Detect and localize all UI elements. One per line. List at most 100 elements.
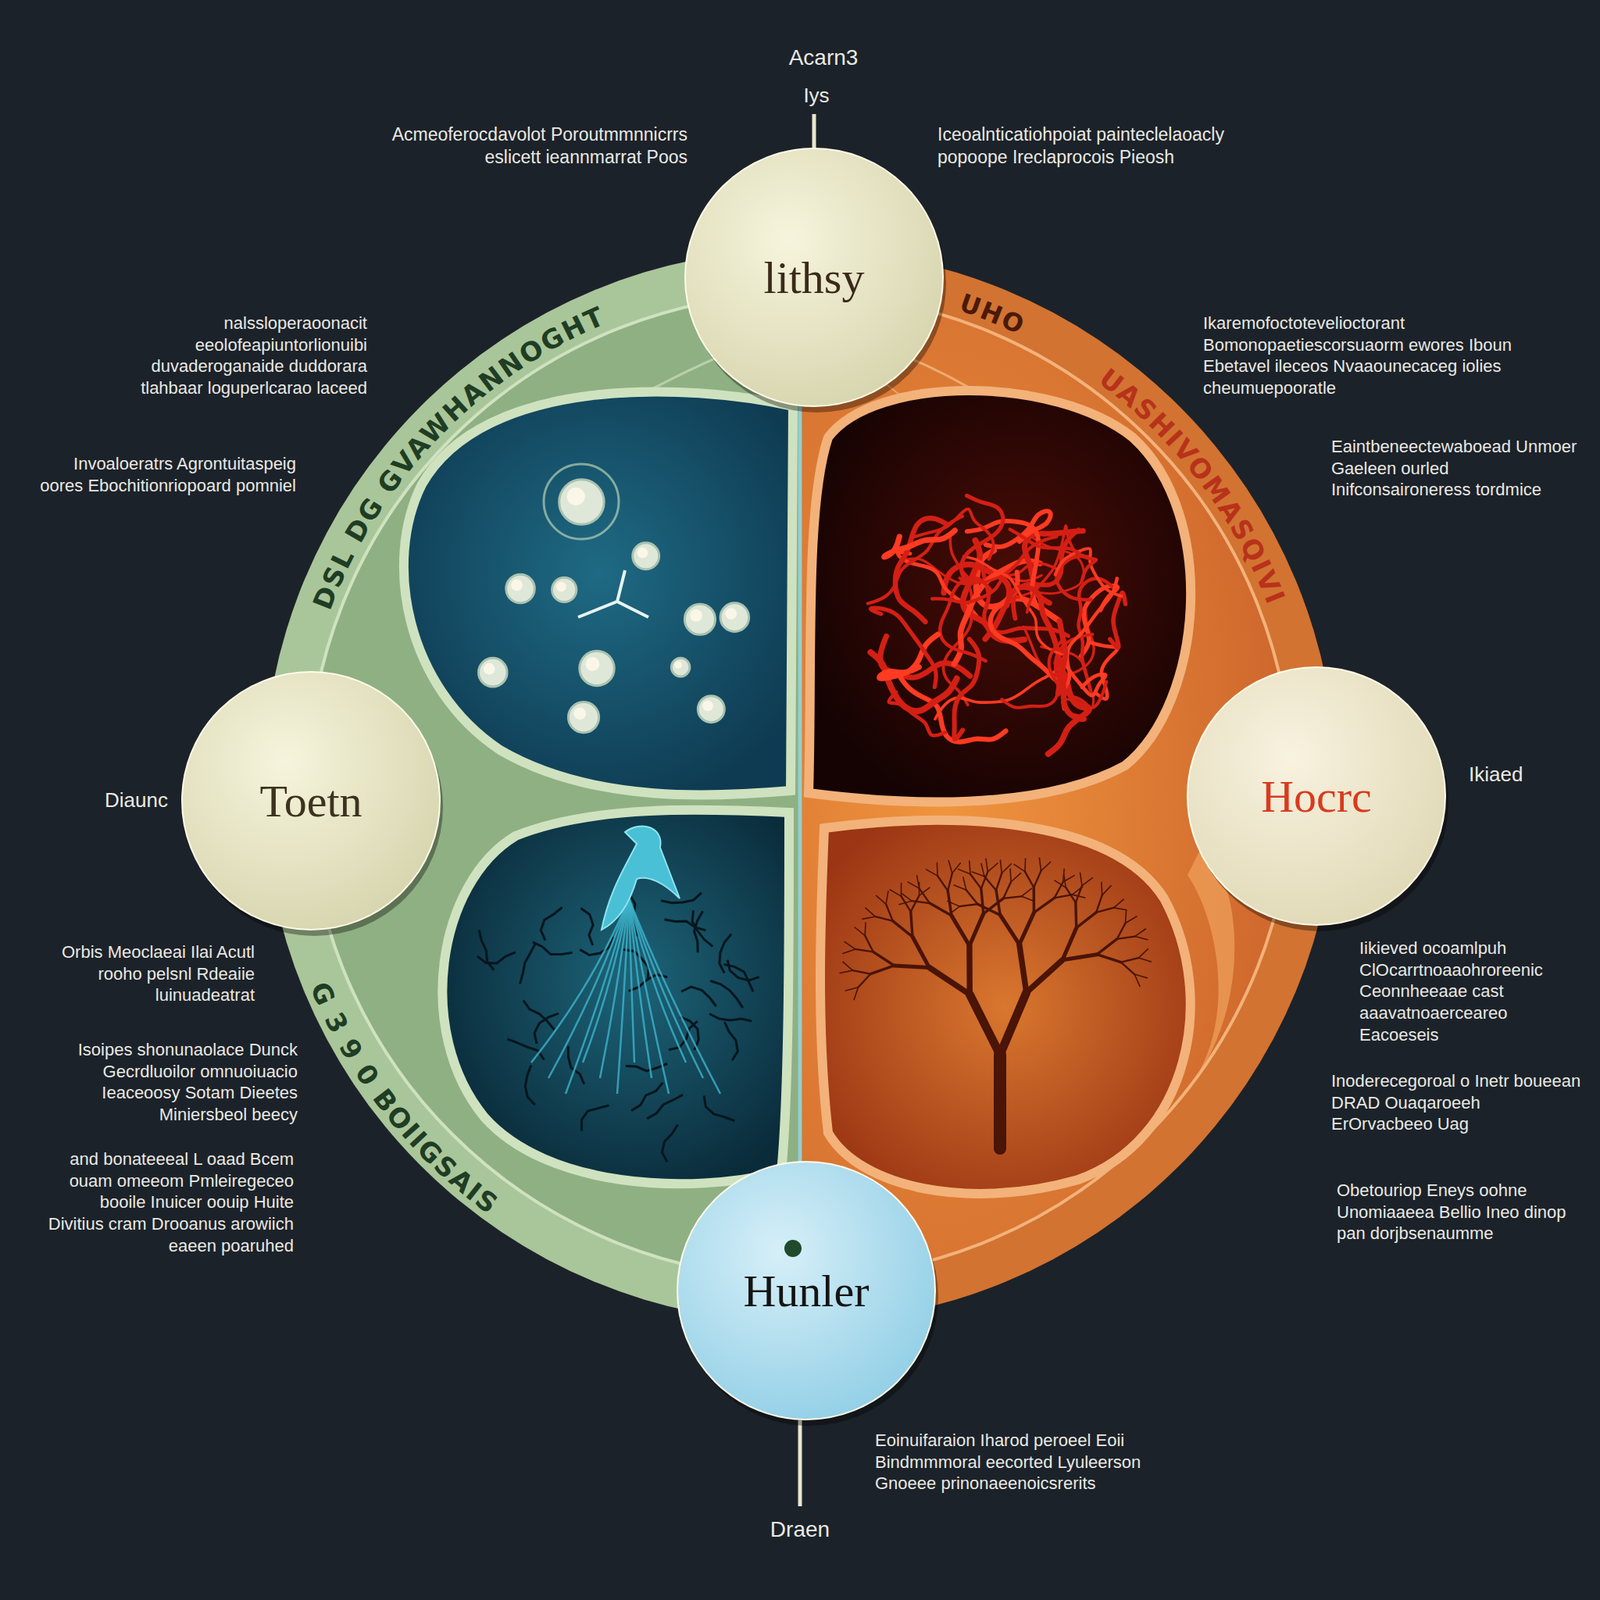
figure-line bbox=[531, 898, 629, 1063]
node-title: lithsy bbox=[764, 251, 865, 304]
bubble bbox=[684, 603, 715, 635]
crack-line bbox=[540, 907, 562, 940]
tree-branch bbox=[1021, 888, 1032, 897]
tree-branch bbox=[1019, 912, 1035, 945]
center-line bbox=[798, 406, 803, 1165]
brain-figure bbox=[867, 495, 1126, 754]
circle-shape bbox=[182, 671, 440, 930]
lobe bbox=[442, 810, 790, 1185]
circle-node: Toetn bbox=[180, 670, 442, 932]
tree-branch bbox=[952, 863, 961, 874]
crack-line bbox=[681, 986, 717, 1007]
tree-branch bbox=[1041, 861, 1051, 871]
node-title: Hunler bbox=[742, 1264, 869, 1318]
bubble-shine bbox=[585, 657, 600, 672]
crack-line bbox=[662, 1125, 679, 1163]
tree-branch bbox=[1080, 872, 1083, 886]
node-title: Hocrc bbox=[1260, 770, 1372, 823]
bubble bbox=[671, 657, 690, 677]
tree-branch bbox=[1065, 887, 1076, 903]
crack-line bbox=[664, 919, 707, 931]
tree-branch bbox=[1026, 960, 1063, 993]
bubble bbox=[567, 702, 599, 733]
brain-vessel bbox=[963, 556, 1062, 654]
bubble bbox=[478, 657, 508, 687]
tree-branch bbox=[875, 895, 886, 904]
tree-branch bbox=[963, 877, 967, 890]
bubble-shine bbox=[483, 663, 496, 675]
tree-branch bbox=[1121, 962, 1135, 975]
tree-branch bbox=[1100, 882, 1103, 896]
tree-branch bbox=[885, 891, 889, 904]
bubble-shine bbox=[510, 579, 523, 592]
brain-vessel bbox=[1078, 578, 1115, 690]
bubble-shine bbox=[689, 609, 703, 622]
tree-branch bbox=[899, 900, 912, 905]
crack-line bbox=[646, 1094, 683, 1119]
annotation-text: Iceoalnticatiohpoiat painteclelaoacly po… bbox=[937, 123, 1266, 169]
tree-branch bbox=[1010, 873, 1021, 883]
crack-line bbox=[525, 1064, 535, 1105]
tree-branch bbox=[842, 949, 856, 954]
tree-branch bbox=[842, 961, 854, 971]
annotation-text: Ikiaed bbox=[1468, 761, 1586, 788]
tree-branch bbox=[1076, 912, 1097, 929]
tree-branch bbox=[873, 951, 895, 966]
crack-line bbox=[625, 1063, 668, 1071]
tree-branch bbox=[1117, 936, 1136, 940]
tree-branch bbox=[900, 882, 903, 897]
tree-branch bbox=[936, 862, 939, 876]
tree-branch bbox=[1000, 992, 1027, 1055]
tree-branch bbox=[1024, 858, 1026, 872]
tree-branch bbox=[951, 915, 970, 946]
brain-vessel bbox=[889, 692, 946, 736]
tree-branch bbox=[981, 864, 985, 877]
bubble bbox=[579, 650, 615, 686]
tree-branch bbox=[864, 935, 874, 953]
brain-vessel bbox=[939, 578, 991, 661]
tree-branch bbox=[953, 885, 967, 890]
crack-line bbox=[703, 1096, 735, 1122]
tree-branch bbox=[1121, 957, 1140, 963]
tree-branch bbox=[894, 965, 930, 968]
circle-shape bbox=[677, 1161, 936, 1420]
tree-branch bbox=[910, 911, 913, 937]
tree-branch bbox=[1096, 907, 1114, 913]
lobe bbox=[808, 390, 1191, 802]
crack-line bbox=[534, 1013, 559, 1044]
tree-branch bbox=[1054, 894, 1073, 898]
figure-line bbox=[565, 898, 629, 1094]
bird-figure bbox=[601, 826, 680, 930]
tree-branch bbox=[993, 1054, 1007, 1149]
annotation-text: Draen bbox=[737, 1515, 863, 1543]
tree-branch bbox=[1135, 928, 1147, 937]
figure-line bbox=[628, 898, 721, 1094]
bubble-shine bbox=[674, 660, 682, 668]
annotation-text: Acmeoferocdavolot Poroutmmnnicrrs eslice… bbox=[359, 123, 688, 169]
tree-branch bbox=[1114, 899, 1125, 908]
tree-branch bbox=[1025, 871, 1034, 888]
annotation-text: Orbis Meoclaeai Ilai Acutl rooho pelsnl … bbox=[20, 941, 255, 1007]
tree-branch bbox=[1003, 882, 1011, 899]
crack-line bbox=[631, 1082, 663, 1111]
tree-branch bbox=[857, 974, 871, 988]
annotation-text: Eoinuifaraion Iharod peroeel Eoii Bindmm… bbox=[875, 1429, 1204, 1495]
crack-line bbox=[727, 960, 760, 981]
brain-vessel bbox=[1049, 639, 1108, 708]
annotation-text: Iys bbox=[777, 82, 856, 109]
tree-branch bbox=[969, 994, 1000, 1055]
annotation-text: Iikieved ocoamlpuh ClOcarrtnoaaohroreeni… bbox=[1359, 937, 1586, 1047]
bubble-ring bbox=[543, 464, 619, 540]
brain-vessel bbox=[1055, 548, 1122, 597]
tree-branch bbox=[852, 970, 871, 975]
tree-branch bbox=[1125, 910, 1127, 924]
leader-line bbox=[812, 114, 817, 149]
node-title: Toetn bbox=[259, 775, 362, 828]
tree-branch bbox=[1134, 974, 1140, 986]
tree-branch bbox=[1009, 868, 1012, 883]
tree-branch bbox=[1033, 897, 1054, 913]
tree-branch bbox=[1096, 954, 1122, 963]
tree-branch bbox=[1138, 957, 1151, 962]
annotation-text: Eaintbeneectewaboead Unmoer Gaeleen ourl… bbox=[1331, 435, 1582, 501]
